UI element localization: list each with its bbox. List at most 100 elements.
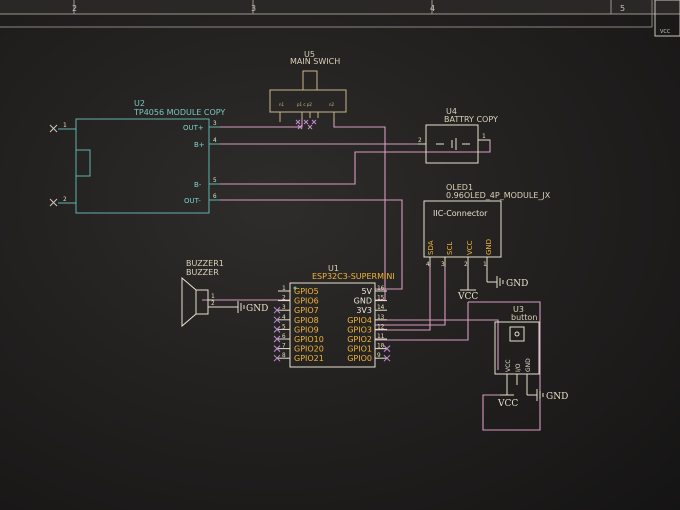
oled1-vcc-net: VCC	[457, 292, 478, 302]
u3-pin-vcc: VCC	[505, 360, 512, 372]
u2-pin-b-minus: B-	[194, 181, 202, 189]
u2-pin-number: 2	[63, 196, 67, 203]
u3-pin-gnd: GND	[525, 358, 532, 372]
u4-pin-number: 2	[418, 137, 422, 144]
u1-left-pin-label: GPIO5	[294, 287, 319, 296]
u1-right-pin-number: 9	[377, 352, 381, 359]
oled1-pin-vcc: VCC	[466, 240, 474, 255]
oled1-gnd-net: GND	[506, 279, 528, 289]
mcu-u1-esp32c3: U1 ESP32C3-SUPERMINI GPIO51GPIO62GPIO73G…	[273, 264, 395, 368]
u1-right-pin-number: 13	[377, 314, 385, 321]
u3-vcc-net: VCC	[497, 399, 518, 409]
u1-right-pin-number: 16	[377, 285, 385, 292]
u3-gnd-net: GND	[546, 392, 568, 402]
u1-right-pin-label: GPIO0	[347, 354, 372, 363]
u1-left-pins: GPIO51GPIO62GPIO73GPIO84GPIO95GPIO106GPI…	[273, 285, 324, 363]
u1-left-pin-label: GPIO7	[294, 306, 319, 315]
oled1-connector-label: IIC-Connector	[433, 209, 488, 218]
u1-right-pin-number: 12	[377, 323, 385, 330]
title-block-text: VCC	[660, 29, 671, 35]
oled1-value: 0.96OLED_4P_MODULE_JX	[446, 191, 551, 200]
u1-right-pin-number: 14	[377, 304, 385, 311]
u1-right-pin-label: 3V3	[356, 306, 372, 315]
u4-ref: U4	[446, 107, 457, 116]
no-connect-mark	[273, 326, 281, 333]
switch-u5: n1 n2 p1 c p2 U5 MAIN SWICH	[269, 50, 347, 130]
svg-text:n2: n2	[329, 102, 335, 107]
u1-left-pin-label: GPIO21	[294, 354, 324, 363]
frame-col-label: 3	[251, 4, 256, 13]
u1-right-pin-label: GPIO2	[347, 335, 372, 344]
battery-u4: U4 BATTRY COPY 2 1	[418, 107, 498, 164]
u2-pin-number: 1	[63, 122, 67, 129]
no-connect-mark	[273, 345, 281, 352]
module-u2-tp4056: U2 TP4056 MODULE COPY OUT+ B+ B- OUT- 1 …	[49, 99, 225, 214]
u3-pin-io: I/O	[515, 363, 522, 372]
u3-value: button	[511, 313, 537, 322]
oled1-pin-sda: SDA	[427, 240, 435, 255]
u1-right-pin-label: GPIO4	[347, 316, 372, 325]
buzzer1-pin-number: 2	[211, 300, 215, 307]
u1-right-pin-label: GPIO3	[347, 325, 372, 334]
no-connect-mark	[273, 335, 281, 343]
no-connect-mark	[273, 306, 281, 314]
u1-left-pin-number: 4	[282, 314, 286, 321]
oled1-ref: OLED1	[446, 183, 473, 192]
u1-left-pin-label: GPIO20	[294, 345, 324, 354]
buzzer1-ref: BUZZER1	[186, 259, 224, 268]
u2-pin-out-minus: OUT-	[184, 197, 201, 205]
u1-left-pin-number: 2	[282, 295, 286, 302]
u1-right-pin-number: 10	[377, 343, 385, 350]
no-connect-mark	[273, 316, 281, 324]
u1-left-pin-number: 6	[282, 333, 286, 340]
u1-right-pin-label: GPIO1	[347, 345, 372, 354]
u1-left-pin-label: GPIO6	[294, 297, 319, 306]
u1-left-pin-number: 8	[282, 352, 286, 359]
buzzer1-pin-number: 1	[211, 293, 215, 300]
buzzer1-value: BUZZER	[186, 268, 219, 277]
u2-ref: U2	[134, 99, 145, 108]
button-u3: U3 button VCC I/O GND VCC GND	[494, 305, 568, 409]
no-connect-mark	[383, 354, 391, 362]
u2-pin-number: 3	[213, 120, 217, 127]
u3-ref: U3	[513, 305, 524, 314]
u1-right-pin-label: 5V	[361, 287, 372, 296]
u1-right-pin-number: 11	[377, 333, 385, 340]
frame-col-label: 2	[72, 4, 77, 13]
u1-left-pin-label: GPIO8	[294, 316, 319, 325]
oled1-pin-gnd: GND	[485, 239, 493, 255]
u1-value: ESP32C3-SUPERMINI	[312, 272, 395, 281]
u1-right-pin-number: 15	[377, 295, 385, 302]
oled1-pin-number: 3	[441, 261, 445, 268]
u2-pin-number: 6	[213, 193, 217, 200]
sheet-frame: 2 3 4 5 VCC	[0, 0, 680, 37]
oled1-pin-number: 4	[426, 261, 430, 268]
u2-pin-number: 5	[213, 177, 217, 184]
no-connect-mark	[383, 345, 391, 352]
u2-pin-b-plus: B+	[194, 141, 205, 149]
no-connect-marks	[49, 124, 58, 207]
buzzer-buzzer1: GND BUZZER1 BUZZER 1 2	[181, 259, 268, 328]
frame-col-label: 5	[620, 4, 625, 13]
wires	[202, 118, 541, 431]
buzzer-gnd-net: GND	[246, 304, 268, 314]
u1-ref: U1	[328, 264, 339, 273]
u5-ref: U5	[304, 50, 315, 59]
svg-text:n1: n1	[279, 102, 285, 107]
u1-left-pin-label: GPIO9	[294, 325, 319, 334]
no-connect-mark	[273, 354, 281, 362]
svg-text:p1 c p2: p1 c p2	[297, 102, 312, 107]
oled1-pin-scl: SCL	[446, 242, 454, 255]
u2-pin-number: 4	[213, 137, 217, 144]
u5-value: MAIN SWICH	[290, 57, 340, 66]
oled1-pin-number: 1	[483, 261, 487, 268]
u2-pin-out-plus: OUT+	[183, 124, 204, 132]
u4-value: BATTRY COPY	[444, 115, 498, 124]
u4-pin-number: 1	[482, 133, 486, 140]
u1-right-pin-label: GND	[354, 297, 372, 306]
oled1-pin-number: 2	[464, 261, 468, 268]
u1-left-pin-label: GPIO10	[294, 335, 324, 344]
